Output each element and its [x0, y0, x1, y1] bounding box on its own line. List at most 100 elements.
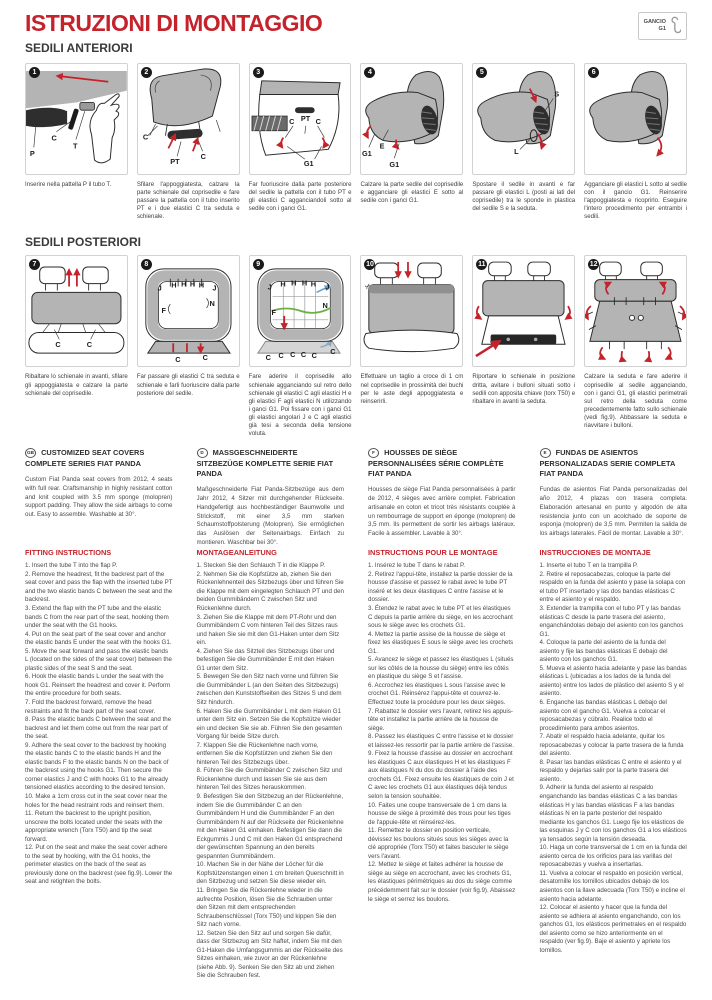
instruction-step: 5. Move the seat forward and pass the el… — [25, 647, 172, 672]
part-label: C — [289, 117, 295, 126]
front-seat-captions: Inserire nella pattella P il tubo T. Sfi… — [25, 181, 687, 221]
part-label: H — [280, 280, 285, 289]
instruction-step: 11. Bringen Sie die Rückenlehne wieder i… — [196, 887, 337, 929]
panel-caption: Riportare lo schienale in posizione drit… — [472, 373, 576, 405]
lang-title: E FUNDAS DE ASIENTOS PERSONALIZADAS SERI… — [539, 448, 688, 479]
hook-icon — [671, 16, 681, 34]
panel-illustration-seat-rear: C PT C G1 — [251, 80, 341, 168]
lang-instructions-heading: FITTING INSTRUCTIONS — [25, 548, 112, 558]
panel-caption: Effettuare un taglio a croce di 1 cm nel… — [360, 373, 464, 405]
instruction-step: 4. Ziehen Sie das Sitzteil des Sitzbezug… — [196, 647, 335, 672]
language-columns: GB CUSTOMIZED SEAT COVERS COMPLETE SERIE… — [25, 448, 687, 981]
part-label: H — [181, 280, 186, 289]
panel-caption: Inserire nella pattella P il tubo T. — [25, 181, 112, 188]
panel-illustration-seat-side: G1 E G1 — [362, 71, 445, 169]
part-label: C — [202, 353, 208, 362]
instruction-step: 10. Machen Sie in der Nähe der Löcher fü… — [196, 861, 344, 886]
part-label: C — [55, 341, 61, 350]
lang-intro: Housses de siège Fiat Panda personnalisé… — [368, 486, 516, 538]
instruction-step: 6. Hook the elastic bands L under the se… — [25, 673, 171, 698]
part-label: N — [209, 300, 214, 309]
instruction-step: 5. Mueva el asiento hacia adelante y pas… — [539, 664, 687, 698]
front-seat-panels: 1 P C T 2 — [25, 63, 687, 175]
step-number-badge: 5 — [476, 67, 488, 78]
part-label: C — [51, 134, 57, 143]
instruction-step: 1. Stecken Sie den Schlauch T in die Kla… — [196, 562, 326, 570]
instruction-step: 2. Retire el reposacabezas, coloque la p… — [539, 570, 686, 604]
part-label: E — [380, 141, 385, 150]
instruction-step: 9. Fixez la housse d'assise au dossier e… — [368, 750, 514, 800]
panel-caption: Far passare gli elastici C tra seduta e … — [136, 373, 240, 397]
lang-intro: Fundas de asientos Fiat Panda personaliz… — [539, 486, 688, 538]
instruction-steps: 1. Insérez le tube T dans le rabat P.2. … — [368, 562, 516, 904]
part-label: T — [73, 141, 78, 150]
part-label: C — [265, 353, 271, 362]
part-label: C — [311, 351, 317, 360]
header: ISTRUZIONI DI MONTAGGIO SEDILI ANTERIORI… — [25, 10, 687, 55]
instruction-step: 5. Avancez le siège et passez les élasti… — [368, 656, 514, 681]
part-label: H — [199, 281, 204, 290]
part-label: C — [175, 355, 181, 364]
instruction-step: 7. Fold the backrest forward, remove the… — [25, 698, 156, 715]
part-label: C — [200, 152, 206, 161]
step-number-badge: 2 — [140, 67, 152, 78]
panel-caption: Calzare la parte sedile del coprisedile … — [360, 181, 464, 205]
lang-column-es: E FUNDAS DE ASIENTOS PERSONALIZADAS SERI… — [539, 448, 688, 981]
panel-illustration-bolts — [474, 262, 573, 358]
step-number-badge: 7 — [29, 259, 40, 271]
step-number-badge: 11 — [476, 259, 488, 271]
instruction-step: 5. Bewegen Sie den Sitz nach vorne und f… — [196, 673, 342, 706]
panel-step-5: 5 S L — [472, 63, 576, 175]
instruction-step: 4. Coloque la parte del asiento de la fu… — [539, 639, 668, 664]
part-label: G1 — [362, 149, 372, 158]
part-label: N — [322, 302, 327, 311]
lang-instructions-heading: INSTRUCCIONES DE MONTAJE — [539, 548, 651, 558]
part-label: H — [291, 279, 296, 288]
panel-step-10: 10 ✂ — [360, 255, 464, 368]
instruction-step: 3. Ziehen Sie die Klappe mit dem PT-Rohr… — [196, 613, 340, 647]
panel-illustration-bench-cover: C C — [28, 266, 125, 355]
instruction-step: 9. Adherir la funda del asiento al respa… — [539, 784, 687, 843]
part-label: C — [301, 350, 307, 359]
step-number-badge: 6 — [588, 67, 600, 78]
lang-title-text: HOUSSES DE SIÈGE PERSONNALISÉES SÉRIE CO… — [368, 448, 504, 478]
part-label: PT — [170, 157, 180, 166]
instruction-step: 10. Haga un corte transversal de 1 cm en… — [539, 844, 687, 869]
panel-illustration-side-elastics: S L — [477, 71, 560, 156]
step-number-badge: 12 — [588, 259, 600, 271]
rear-seat-captions: Ribaltare lo schienale in avanti, sfilar… — [25, 373, 687, 438]
instruction-steps: 1. Insert the tube T into the flap P.2. … — [25, 562, 173, 887]
panel-illustration-hook-under — [589, 71, 669, 157]
instruction-step: 6. Haken Sie die Gummibänder L mit dem H… — [196, 707, 343, 741]
lang-intro: Custom Fiat Panda seat covers from 2012,… — [25, 475, 173, 519]
instruction-step: 10. Faites une coupe transversale de 1 c… — [368, 801, 511, 826]
part-label: C — [87, 341, 93, 350]
lang-title: F HOUSSES DE SIÈGE PERSONNALISÉES SÉRIE … — [368, 448, 516, 479]
lang-code-badge: E — [539, 448, 551, 459]
instruction-step: 11. Vuelva a colocar el respaldo en posi… — [539, 869, 685, 903]
instruction-step: 6. Enganche las bandas elásticas L debaj… — [539, 698, 667, 732]
instruction-step: 7. Klappen Sie die Rückenlehne nach vorn… — [196, 741, 333, 766]
instruction-step: 4. Mettez la partie assise de la housse … — [368, 630, 514, 655]
part-label: C — [290, 350, 296, 359]
part-label: C — [143, 133, 149, 142]
instruction-step: 3. Extender la trampilla con el tubo PT … — [539, 604, 684, 638]
part-label: J — [212, 284, 216, 293]
part-label: L — [514, 147, 519, 156]
step-number-badge: 8 — [140, 259, 152, 271]
section-rear-seats-heading: SEDILI POSTERIORI — [25, 235, 142, 250]
instruction-step: 12. Colocar el asiento y hacer que la fu… — [539, 904, 687, 954]
panel-caption: Ribaltare lo schienale in avanti, sfilar… — [25, 373, 128, 397]
panel-step-11: 11 — [472, 255, 576, 368]
panel-caption: Far fuoriuscire dalla parte posteriore d… — [248, 181, 352, 213]
lang-title-text: MASSGESCHNEIDERTE SITZBEZÜGE KOMPLETTE S… — [196, 448, 334, 478]
part-label: G1 — [303, 159, 313, 168]
instruction-step: 7. Rabattez le dossier vers l'avant, ret… — [368, 707, 513, 732]
part-label: P — [30, 149, 35, 158]
panel-caption: Fare aderire il coprisedile allo schiena… — [248, 373, 352, 438]
instruction-step: 12. Mettez le siège et faites adhérer la… — [368, 861, 516, 903]
lang-instructions-heading: MONTAGEANLEITUNG — [196, 548, 277, 558]
panel-step-2: 2 C PT C — [136, 63, 240, 175]
scissors-icon: ✂ — [363, 281, 373, 292]
